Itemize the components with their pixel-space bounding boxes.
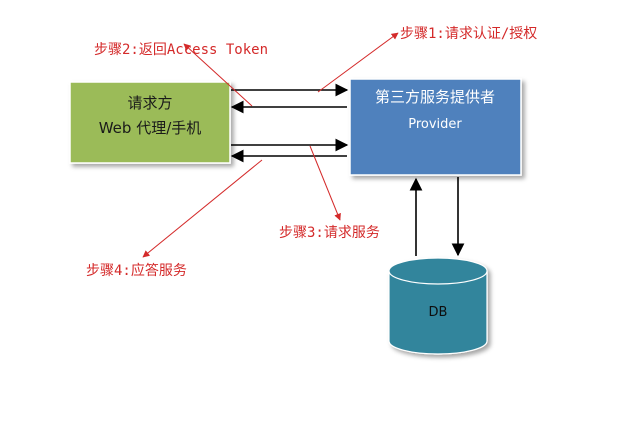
db-body xyxy=(388,271,488,355)
callout-step4 xyxy=(142,159,263,258)
step1-label: 步骤1:请求认证/授权 xyxy=(400,26,537,42)
provider-label-line1: 第三方服务提供者 xyxy=(375,88,495,106)
requester-box: 请求方 Web 代理/手机 xyxy=(69,81,231,164)
requester-label-line2: Web 代理/手机 xyxy=(99,119,202,137)
requester-label-line1: 请求方 xyxy=(127,94,172,112)
callout-step3 xyxy=(309,145,341,221)
db-top xyxy=(388,257,488,285)
requester-rect xyxy=(69,81,231,164)
db-label: DB xyxy=(429,305,448,320)
provider-box: 第三方服务提供者 Provider xyxy=(349,78,522,176)
provider-label-line2: Provider xyxy=(408,117,462,132)
db-cylinder: DB xyxy=(388,257,488,355)
callout-step1 xyxy=(317,32,399,93)
step4-label: 步骤4:应答服务 xyxy=(86,262,187,279)
callout-step2 xyxy=(183,43,253,107)
step3-label: 步骤3:请求服务 xyxy=(279,225,380,241)
provider-rect xyxy=(349,78,522,176)
step2-label: 步骤2:返回Access Token xyxy=(94,42,268,58)
